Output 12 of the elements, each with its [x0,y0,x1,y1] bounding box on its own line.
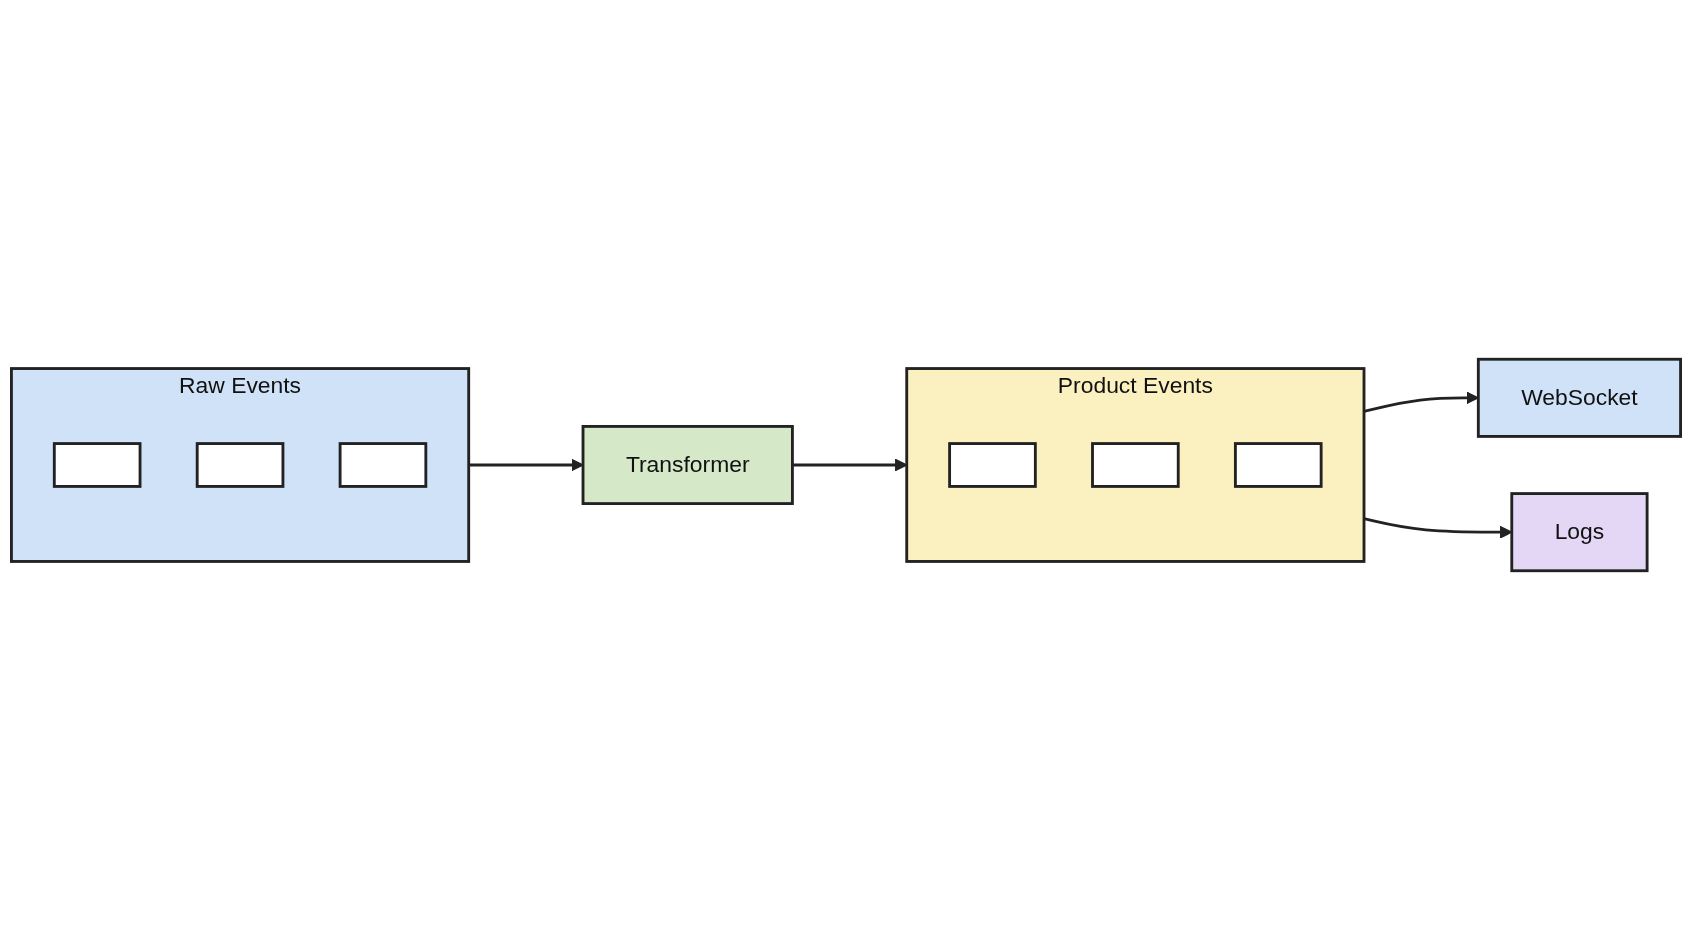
node-box [948,442,1037,488]
cluster: Product Events [905,367,1366,563]
node-box: Logs [1510,492,1649,573]
node-box [1233,442,1323,488]
cluster: Raw Events [10,367,471,563]
node-box: Transformer [581,425,794,505]
arrow [468,458,584,472]
node-box [52,442,142,488]
node-box [195,442,285,488]
node-box [1091,442,1180,488]
node-box [338,442,428,488]
node-box: WebSocket [1476,357,1682,438]
